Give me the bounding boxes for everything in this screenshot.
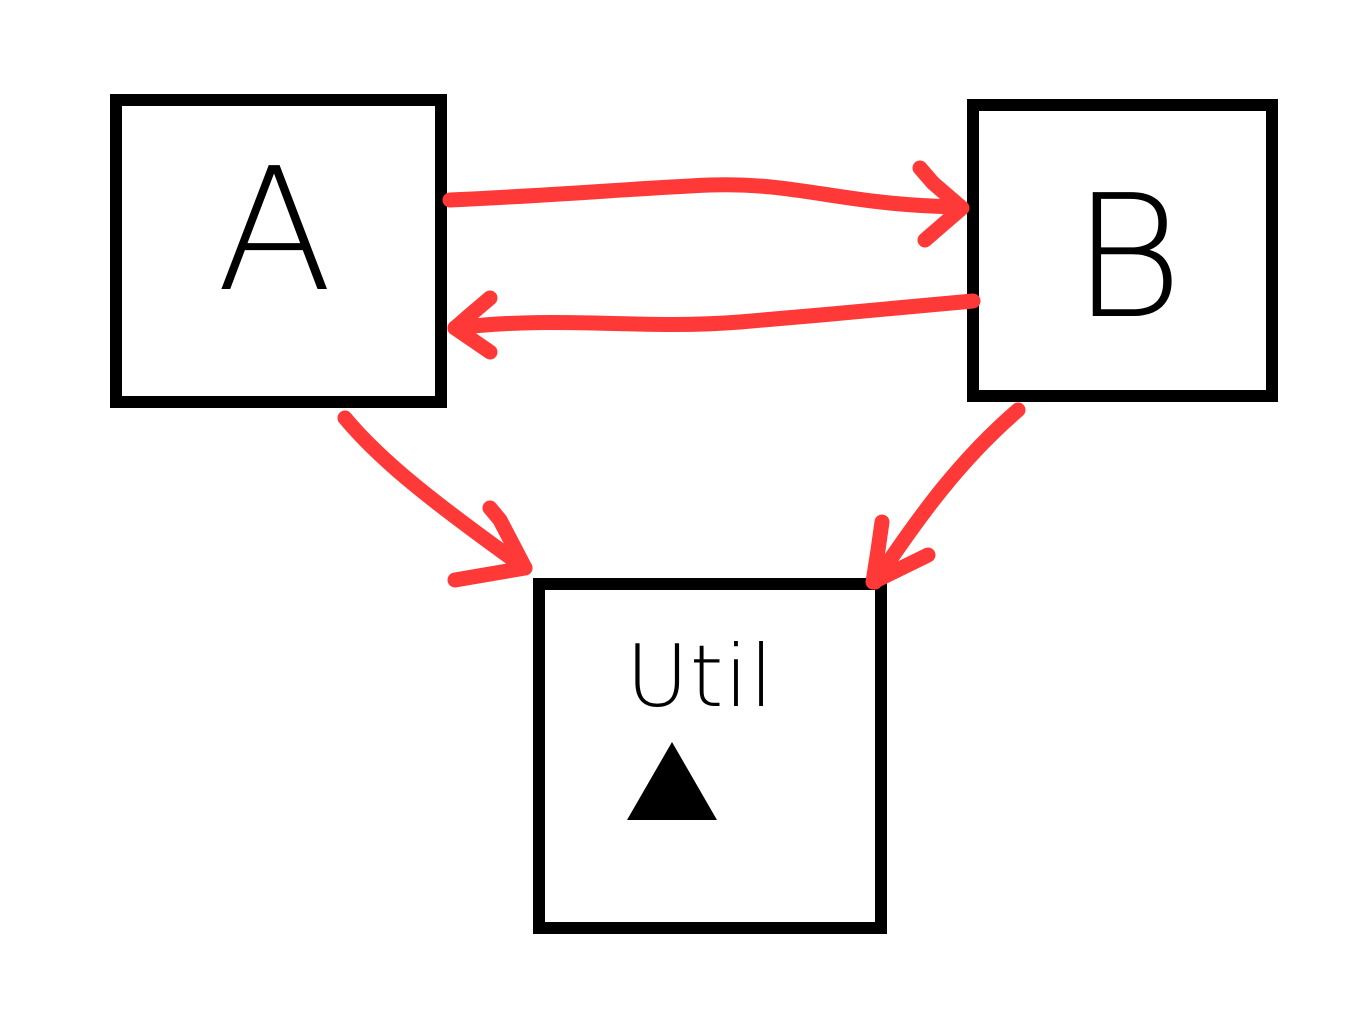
edge-b-to-util [865, 402, 1026, 590]
edge-b-to-a-line [447, 293, 981, 336]
edge-a-to-b [442, 160, 970, 248]
node-b-label: B [1071, 159, 1184, 357]
edge-a-to-util [337, 410, 533, 588]
edge-a-to-b-arrowhead [912, 160, 970, 248]
node-b: B [967, 99, 1278, 402]
edge-a-to-b-line [442, 177, 968, 215]
edge-b-to-util-line [867, 402, 1026, 590]
edge-b-to-a-arrowhead [447, 290, 498, 360]
node-a: A [110, 94, 447, 408]
edge-a-to-util-arrowhead [447, 500, 533, 588]
node-util-label: Util [625, 627, 775, 727]
node-a-label: A [216, 132, 333, 330]
edge-b-to-util-arrowhead [865, 514, 936, 590]
node-util: Util [533, 578, 887, 934]
edge-a-to-util-line [337, 410, 533, 576]
edge-b-to-a [447, 290, 981, 360]
triangle-icon [627, 742, 717, 820]
